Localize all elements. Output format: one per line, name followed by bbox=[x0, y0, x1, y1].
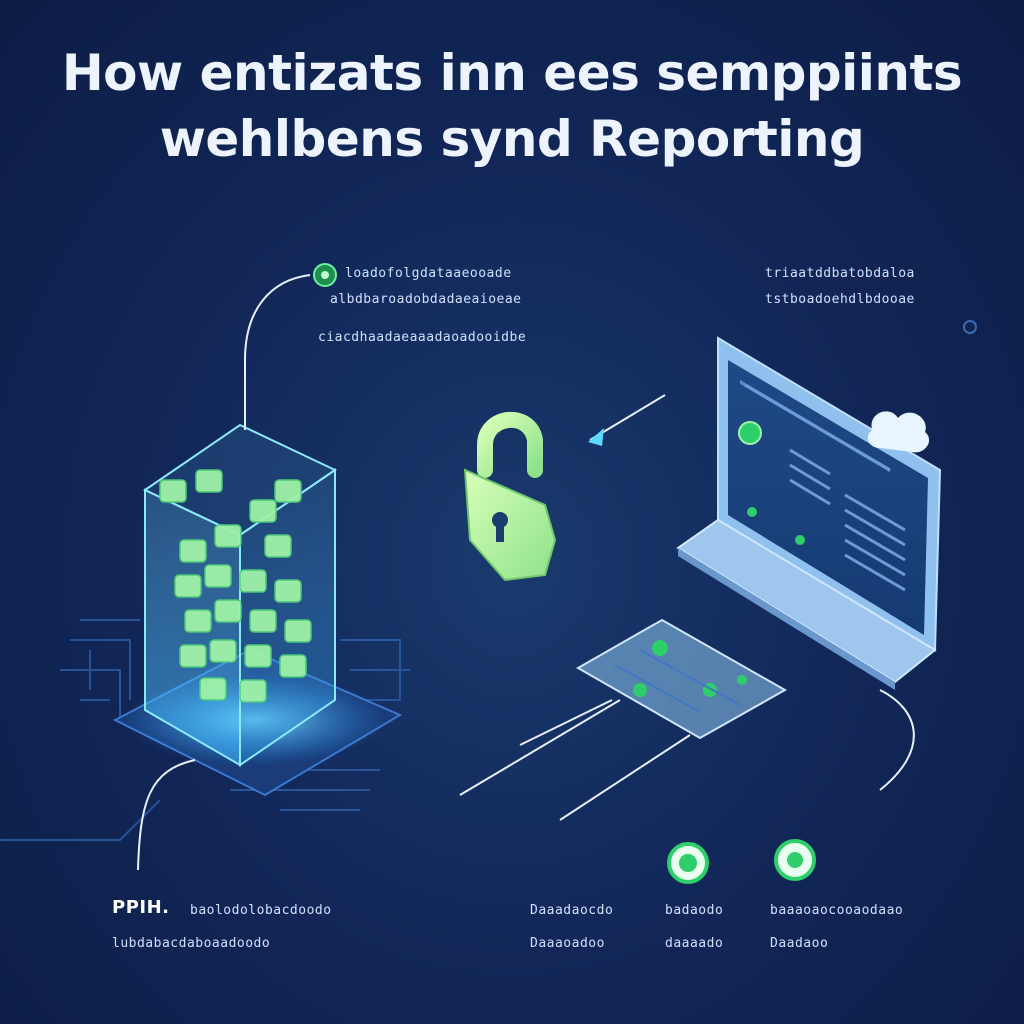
report-card bbox=[575, 618, 788, 740]
top-left-label-2: albdbaroadobdadaeaioeae bbox=[330, 292, 522, 307]
bottom-left-heading: PPIH. bbox=[112, 897, 170, 918]
top-right-label-1: triaatddbatobdaloa bbox=[765, 266, 915, 281]
circuit-traces bbox=[0, 619, 410, 841]
bottom-mid1-label-2: Daaaoadoo bbox=[530, 936, 605, 951]
decorative-dot bbox=[963, 320, 977, 334]
bottom-icon-2 bbox=[774, 839, 816, 881]
connector-lines bbox=[137, 274, 915, 871]
bottom-mid1-label-1: Daaadaocdo bbox=[530, 903, 614, 918]
bottom-icon-1 bbox=[667, 842, 709, 884]
monitor bbox=[676, 336, 942, 690]
padlock-icon bbox=[463, 411, 557, 582]
bottom-right-label-2: Daadaoo bbox=[770, 936, 829, 951]
bottom-left-label-2: lubdabacdaboaadoodo bbox=[112, 936, 271, 951]
top-left-label-1: loadofolgdataaeooade bbox=[345, 266, 512, 281]
bottom-left-label-1: baolodolobacdoodo bbox=[190, 903, 332, 918]
page-title: How entizats inn ees semppiints wehlbens… bbox=[0, 40, 1024, 172]
top-left-label-3: ciacdhaadaeaaadaoadooidbe bbox=[318, 330, 527, 345]
bottom-right-label-1: baaaoaocooaodaao bbox=[770, 903, 904, 918]
top-right-label-2: tstboadoehdlbdooae bbox=[765, 292, 915, 307]
info-icon bbox=[313, 263, 337, 287]
title-line-1: How entizats inn ees semppiints bbox=[61, 44, 963, 102]
data-cube bbox=[142, 423, 338, 767]
title-line-2: wehlbens synd Reporting bbox=[159, 110, 865, 168]
arrow-head bbox=[588, 428, 604, 446]
bottom-mid2-label-1: badaodo bbox=[665, 903, 724, 918]
bottom-mid2-label-2: daaaado bbox=[665, 936, 724, 951]
